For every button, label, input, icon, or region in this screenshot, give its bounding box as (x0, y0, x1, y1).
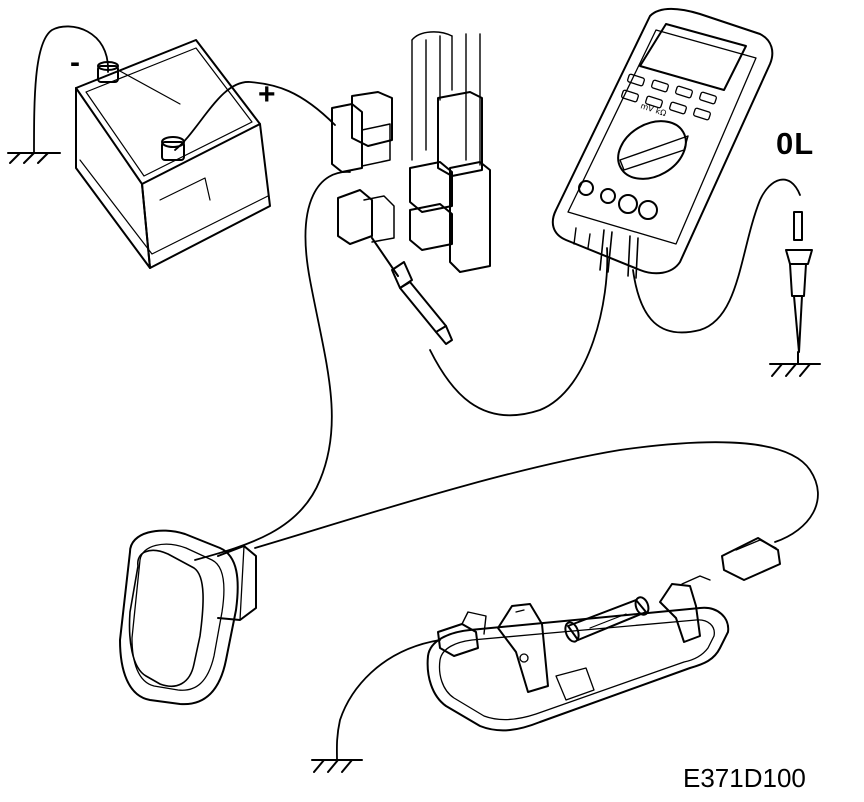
figure-code-label: E371D100 (683, 763, 806, 793)
switch-icon (119, 529, 257, 706)
ground-symbol-icon (7, 152, 61, 164)
wiring (33, 25, 819, 761)
multimeter-icon (551, 8, 774, 279)
ground-symbol-icon (311, 759, 363, 773)
connector-icon (721, 537, 781, 581)
ground-symbol-icon (769, 363, 821, 377)
test-probe-icon (785, 211, 813, 365)
lamp-housing-icon (426, 575, 730, 732)
battery-negative-label: - (70, 46, 80, 79)
meter-scale-text: mV kΩ (639, 101, 667, 118)
battery-icon (75, 39, 271, 269)
meter-reading-label: 0L (776, 126, 815, 161)
test-probe-icon (371, 237, 453, 345)
battery-positive-label: + (258, 78, 276, 111)
fuse-box (331, 31, 491, 273)
